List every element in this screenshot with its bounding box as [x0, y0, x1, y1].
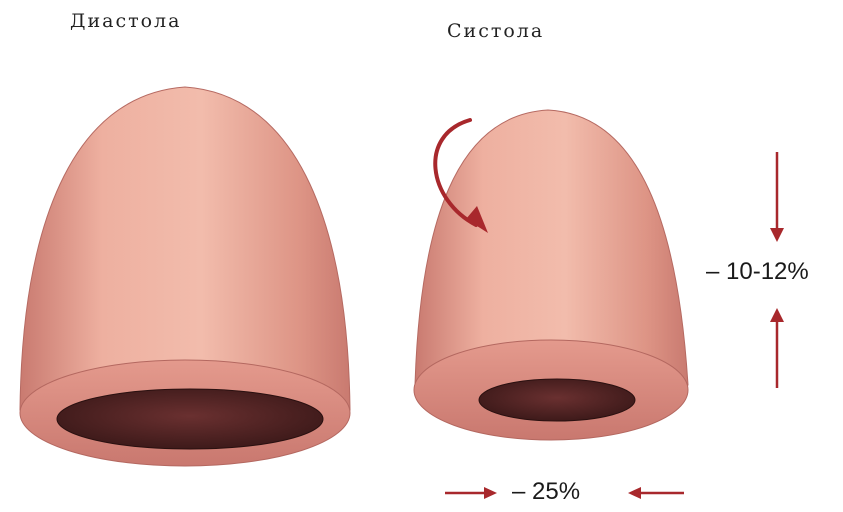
diastole-ventricle	[20, 87, 350, 466]
diastole-cavity	[57, 389, 323, 449]
width-arrow-left	[445, 487, 497, 499]
width-arrow-right	[628, 487, 684, 499]
height-arrow-bottom	[770, 308, 784, 388]
systole-cavity	[479, 379, 635, 421]
systole-label: Систола	[447, 20, 544, 42]
diastole-label: Диастола	[70, 10, 181, 32]
width-change-label: – 25%	[512, 478, 580, 506]
systole-ventricle	[414, 110, 688, 440]
height-arrow-top	[770, 152, 784, 242]
height-change-label: – 10-12%	[706, 258, 809, 286]
